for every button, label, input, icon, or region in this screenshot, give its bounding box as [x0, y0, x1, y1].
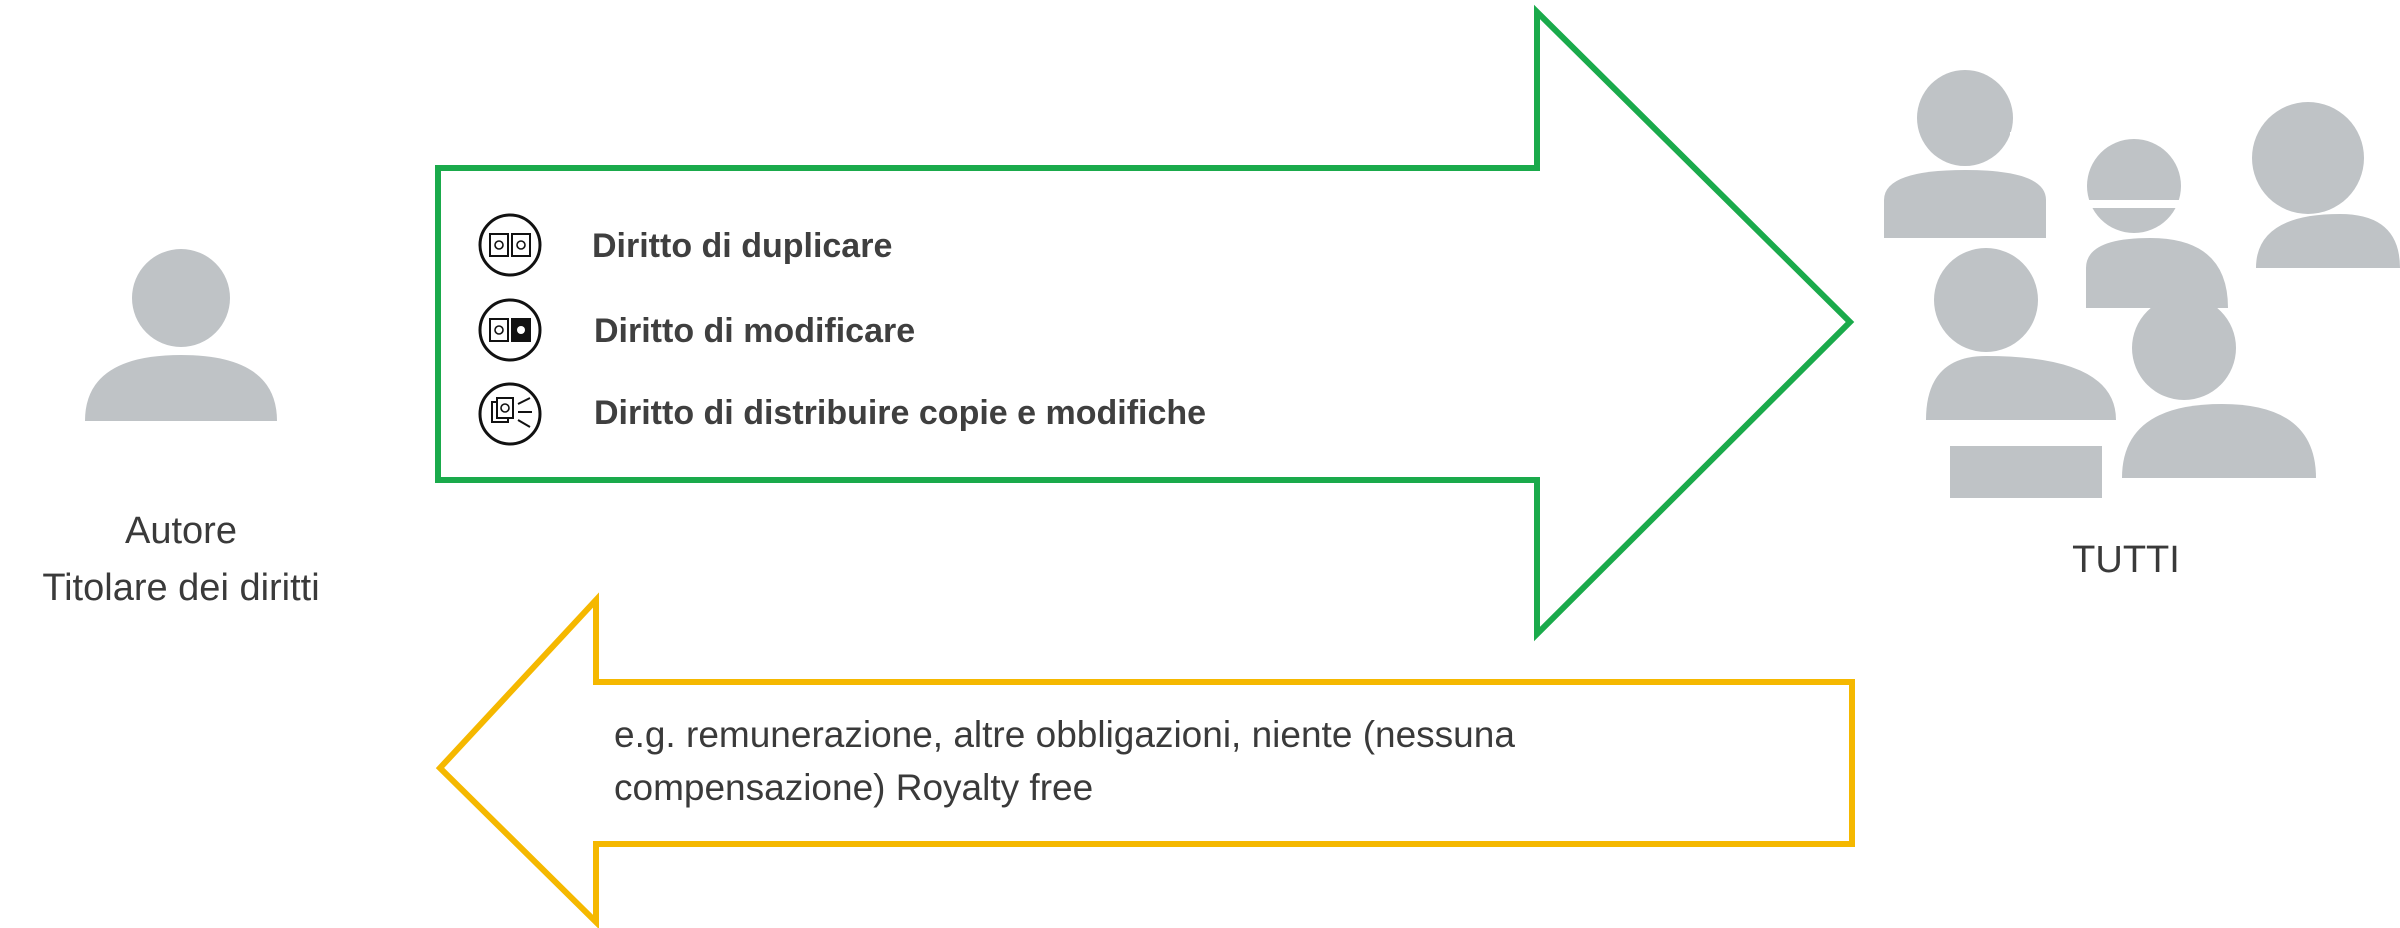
- author-label-line1: Autore: [125, 510, 237, 552]
- return-text-line2: compensazione) Royalty free: [614, 767, 1093, 808]
- author-person-icon: [85, 249, 277, 421]
- group-separators: [1872, 132, 2226, 500]
- author-label-line2: Titolare dei diritti: [42, 567, 319, 609]
- rights-item-duplicate: Diritto di duplicare: [592, 227, 892, 265]
- audience-label: TUTTI: [2072, 539, 2180, 581]
- rights-item-modify: Diritto di modificare: [594, 312, 915, 350]
- group-people-icon: [1884, 70, 2400, 498]
- duplicate-icon: [478, 213, 542, 277]
- rights-arrow: [435, 4, 1855, 642]
- modify-icon: [478, 298, 542, 362]
- distribute-icon: [478, 382, 542, 446]
- return-text-line1: e.g. remunerazione, altre obbligazioni, …: [614, 714, 1515, 755]
- rights-item-distribute: Diritto di distribuire copie e modifiche: [594, 394, 1206, 432]
- return-arrow: [435, 592, 1855, 928]
